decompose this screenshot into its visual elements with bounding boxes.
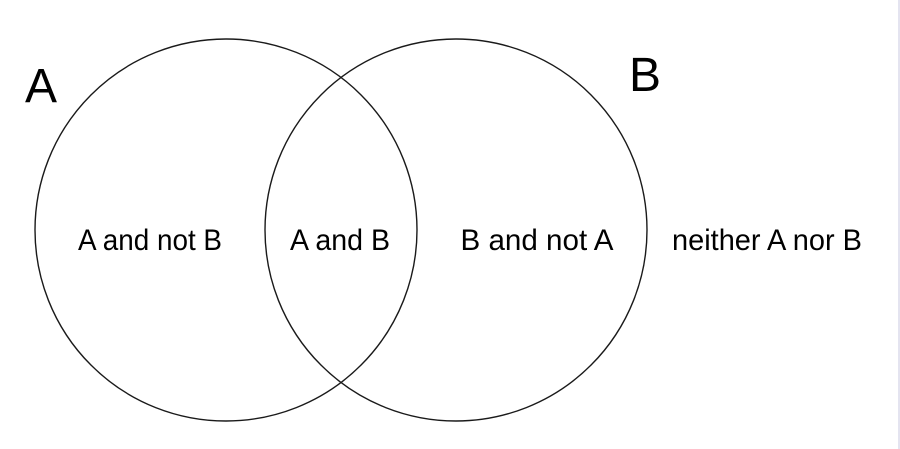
circle-b [264,38,648,422]
region-neither-a-nor-b-label: neither A nor B [672,224,862,257]
set-a-label: A [25,60,57,113]
set-b-label: B [629,49,661,102]
right-edge-divider [898,0,900,449]
region-a-and-b-label: A and B [290,224,390,257]
region-b-and-not-a-label: B and not A [461,224,614,257]
circle-a [34,38,418,422]
region-a-and-not-b-label: A and not B [78,224,222,257]
